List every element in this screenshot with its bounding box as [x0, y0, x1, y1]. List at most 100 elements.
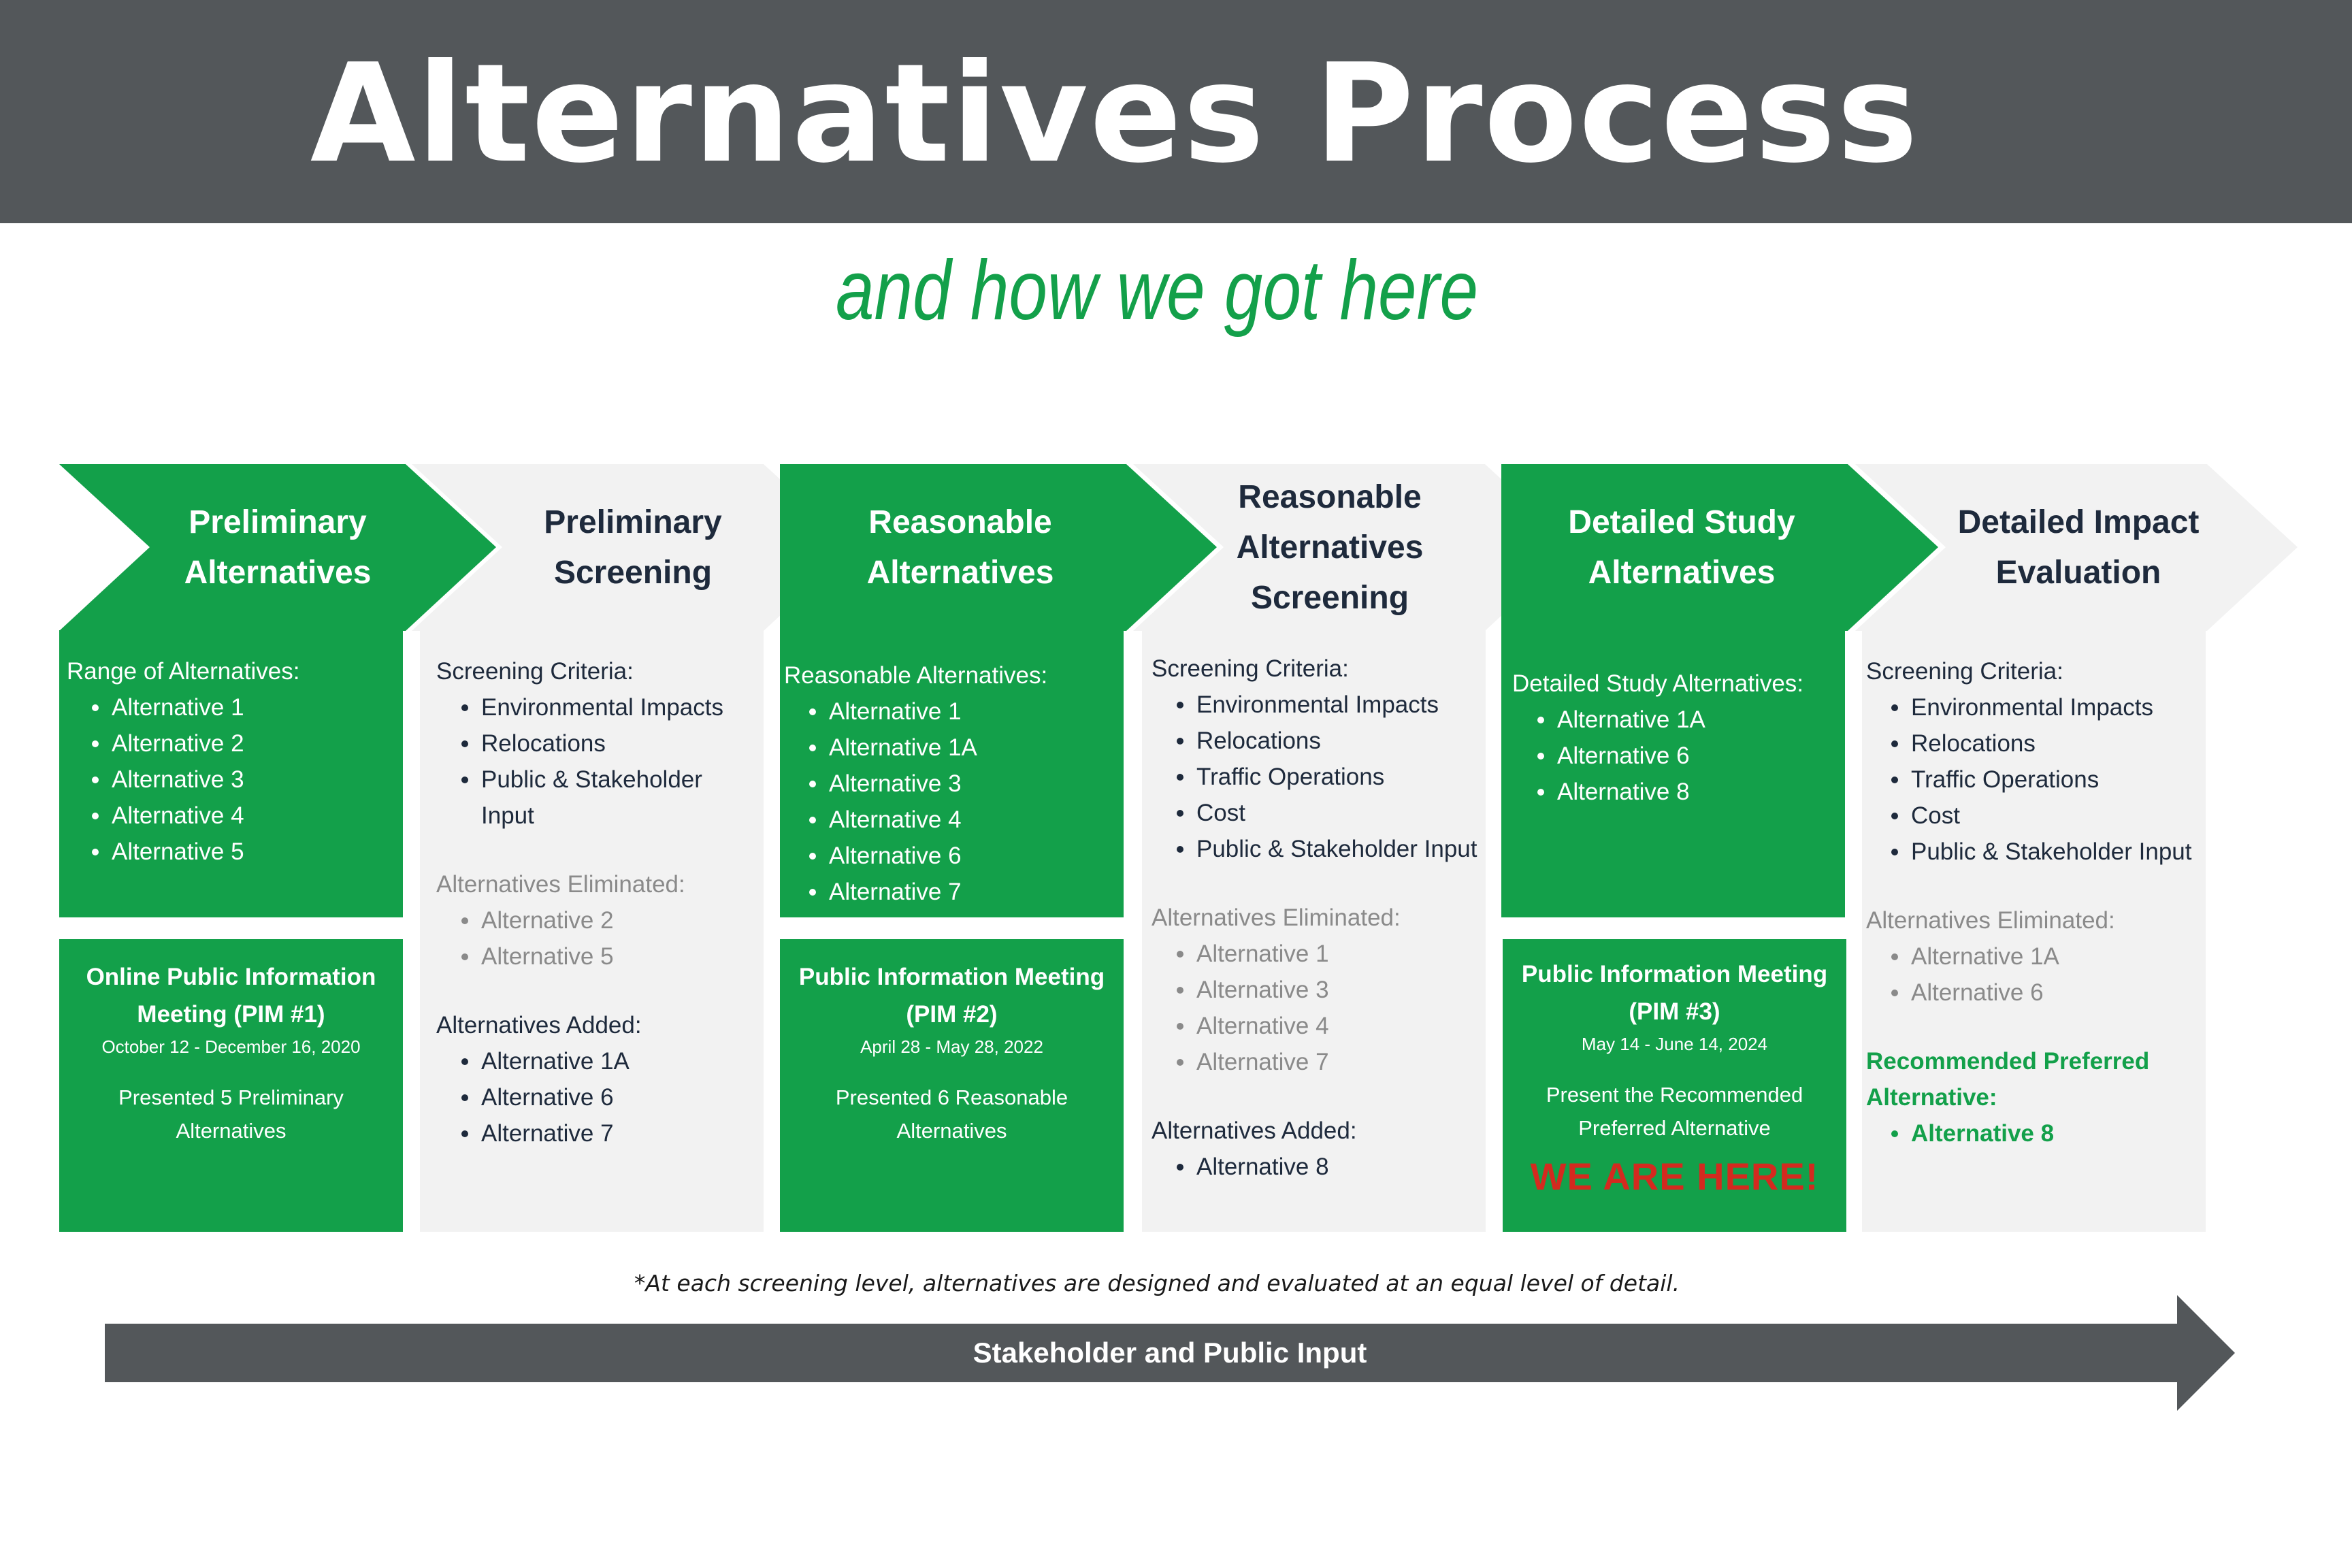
list-section: Screening Criteria: Environmental Impact… [1866, 653, 2203, 870]
list-item: Alternative 1 [67, 689, 400, 725]
list-item: Environmental Impacts [1866, 689, 2203, 725]
list-item: Traffic Operations [1866, 762, 2203, 798]
list-item: Alternative 8 [1512, 774, 1842, 810]
list-item: Environmental Impacts [436, 689, 762, 725]
section-heading: Recommended Preferred Alternative: [1866, 1048, 2150, 1111]
stage-2-panel [420, 630, 764, 1232]
list-section: Reasonable Alternatives: Alternative 1 A… [784, 657, 1121, 910]
section-heading: Screening Criteria: [1152, 655, 1349, 682]
meeting-title: Public Information Meeting (PIM #2) [798, 964, 1105, 1028]
list-item: Alternative 3 [67, 762, 400, 798]
meeting-description: Presented 6 Reasonable Alternatives [835, 1085, 1068, 1143]
stage-title: Detailed Study Alternatives [1568, 504, 1795, 591]
stage-1-panel [59, 630, 403, 917]
meeting-box-pim-3 [1503, 939, 1846, 1232]
stage-5-list: Detailed Study Alternatives: Alternative… [1512, 666, 1842, 843]
section-heading: Alternatives Eliminated: [436, 871, 685, 898]
list-section: Screening Criteria: Environmental Impact… [1152, 651, 1484, 867]
list-item: Alternative 4 [1152, 1008, 1484, 1044]
list-item: Alternative 1A [436, 1043, 762, 1079]
list-item: Alternative 7 [784, 874, 1121, 910]
stage-6-chevron: Detailed Impact Evaluation [1855, 464, 2298, 631]
footnote: *At each screening level, alternatives a… [634, 1270, 1680, 1296]
list-section: Alternatives Added: Alternative 8 [1152, 1113, 1484, 1185]
stage-2-chevron: Preliminary Screening [412, 464, 854, 631]
section-heading: Screening Criteria: [1866, 658, 2063, 685]
stage-4-chevron: Reasonable Alternatives Screening [1133, 464, 1575, 631]
list-section: Screening Criteria: Environmental Impact… [436, 653, 762, 834]
section-heading: Detailed Study Alternatives: [1512, 670, 1804, 697]
current-stage-marker: WE ARE HERE! [1530, 1155, 1819, 1198]
stage-5-chevron: Detailed Study Alternatives [1501, 464, 1938, 631]
list-item: Alternative 1A [1512, 702, 1842, 738]
header-bar: Alternatives Process [0, 0, 2352, 223]
stage-title: Preliminary Screening [544, 504, 722, 591]
section-heading: Range of Alternatives: [67, 658, 300, 685]
stage-5-panel [1501, 630, 1845, 917]
meeting-title: Public Information Meeting (PIM #3) [1521, 961, 1828, 1025]
stage-2-list: Screening Criteria: Environmental Impact… [436, 653, 762, 1184]
stage-3-list: Reasonable Alternatives: Alternative 1 A… [784, 657, 1121, 943]
meeting-box-pim-1 [59, 939, 403, 1232]
list-item: Public & Stakeholder Input [1152, 831, 1484, 867]
page-title: Alternatives Process [310, 35, 1920, 193]
list-item: Relocations [436, 725, 762, 762]
stage-title: Preliminary Alternatives [184, 504, 372, 591]
stage-6-list: Screening Criteria: Environmental Impact… [1866, 653, 2203, 1184]
meeting-1-content: Online Public Information Meeting (PIM #… [73, 958, 389, 1147]
stage-6-panel [1862, 630, 2206, 1232]
list-section: Detailed Study Alternatives: Alternative… [1512, 666, 1842, 810]
list-item: Cost [1152, 795, 1484, 831]
section-heading: Screening Criteria: [436, 658, 634, 685]
stage-3-chevron: Reasonable Alternatives [780, 464, 1217, 631]
list-item: Alternative 6 [436, 1079, 762, 1115]
stage-title: Detailed Impact Evaluation [1957, 504, 2200, 591]
list-item: Alternative 2 [436, 902, 762, 938]
list-item: Environmental Impacts [1152, 687, 1484, 723]
list-item: Alternative 7 [1152, 1044, 1484, 1080]
list-item: Relocations [1866, 725, 2203, 762]
list-item: Alternative 6 [1512, 738, 1842, 774]
list-section: Alternatives Eliminated: Alternative 1 A… [1152, 900, 1484, 1080]
list-item: Alternative 7 [436, 1115, 762, 1152]
stage-1-list: Range of Alternatives: Alternative 1 Alt… [67, 653, 400, 902]
list-item: Alternative 5 [436, 938, 762, 975]
meeting-dates: April 28 - May 28, 2022 [860, 1036, 1043, 1057]
list-item: Traffic Operations [1152, 759, 1484, 795]
list-item: Public & Stakeholder Input [1866, 834, 2203, 870]
stage-1-chevron: Preliminary Alternatives [59, 464, 496, 631]
stage-title: Reasonable Alternatives Screening [1236, 478, 1424, 616]
list-item: Alternative 1 [1152, 936, 1484, 972]
list-item: Cost [1866, 798, 2203, 834]
meeting-2-content: Public Information Meeting (PIM #2) Apri… [787, 958, 1117, 1147]
page-subtitle: and how we got here [835, 244, 1479, 338]
meeting-dates: October 12 - December 16, 2020 [101, 1036, 361, 1057]
list-section: Alternatives Added: Alternative 1A Alter… [436, 1007, 762, 1152]
arrow-right-icon [105, 1295, 2235, 1411]
list-section: Recommended Preferred Alternative: Alter… [1866, 1043, 2203, 1152]
meeting-description: Present the Recommended Preferred Altern… [1546, 1083, 1803, 1140]
stage-4-list: Screening Criteria: Environmental Impact… [1152, 651, 1484, 1218]
meeting-dates: May 14 - June 14, 2024 [1581, 1034, 1768, 1054]
list-item: Alternative 6 [1866, 975, 2203, 1011]
list-item: Alternative 4 [67, 798, 400, 834]
list-item: Public & Stakeholder Input [436, 762, 762, 834]
stage-4-panel [1142, 630, 1486, 1232]
section-heading: Reasonable Alternatives: [784, 662, 1048, 689]
list-section: Range of Alternatives: Alternative 1 Alt… [67, 653, 400, 870]
meeting-description: Presented 5 Preliminary Alternatives [118, 1085, 344, 1143]
list-section: Alternatives Eliminated: Alternative 2 A… [436, 866, 762, 975]
section-heading: Alternatives Eliminated: [1866, 907, 2115, 934]
list-item: Alternative 6 [784, 838, 1121, 874]
list-item: Alternative 8 [1866, 1115, 2203, 1152]
list-item: Alternative 1 [784, 693, 1121, 730]
list-item: Alternative 3 [1152, 972, 1484, 1008]
meeting-box-pim-2 [780, 939, 1124, 1232]
stakeholder-input-arrow: Stakeholder and Public Input [105, 1295, 2235, 1411]
meeting-3-content: Public Information Meeting (PIM #3) May … [1509, 956, 1840, 1200]
list-item: Alternative 3 [784, 766, 1121, 802]
meeting-title: Online Public Information Meeting (PIM #… [86, 964, 376, 1028]
list-item: Alternative 2 [67, 725, 400, 762]
list-item: Relocations [1152, 723, 1484, 759]
list-item: Alternative 4 [784, 802, 1121, 838]
